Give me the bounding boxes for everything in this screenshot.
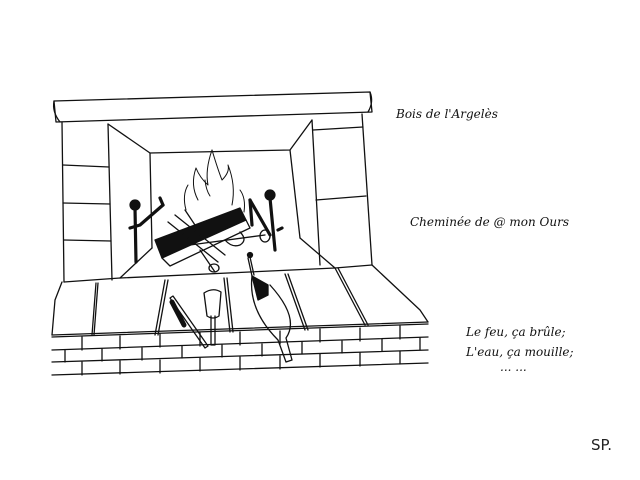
poem-line-1: Le feu, ça brûle;	[466, 325, 566, 339]
caption-title: Bois de l'Argelès	[396, 107, 498, 121]
hearth-shovel	[203, 289, 222, 346]
hearth	[51, 264, 429, 336]
poem-line-3: ... ...	[500, 360, 527, 374]
firebox	[107, 119, 336, 279]
left-pillar	[61, 121, 113, 283]
hearth-brush	[169, 295, 209, 349]
andirons	[128, 189, 284, 264]
mantel	[52, 91, 373, 123]
caption-subtitle: Cheminée de @ mon Ours	[410, 215, 569, 229]
caption-poem: Le feu, ça brûle; L'eau, ça mouille; ...…	[466, 322, 574, 374]
artist-signature: SP.	[591, 436, 612, 454]
brick-base	[51, 323, 429, 376]
bellows	[246, 251, 293, 363]
right-pillar	[311, 113, 373, 266]
poem-line-2: L'eau, ça mouille;	[466, 345, 574, 359]
flames	[183, 149, 245, 213]
logs	[154, 207, 271, 273]
